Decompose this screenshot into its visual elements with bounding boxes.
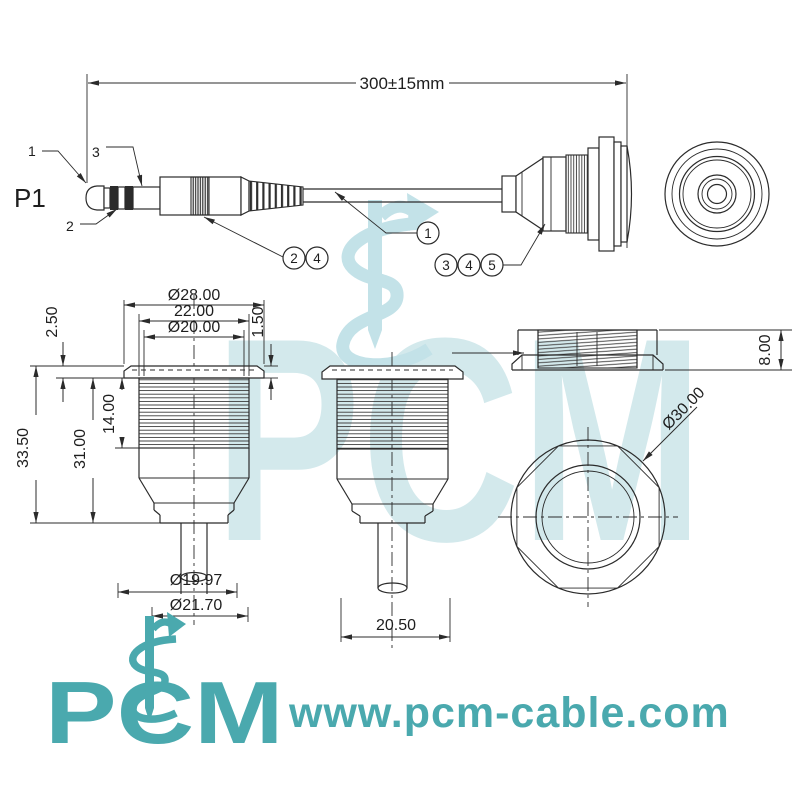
dim-flange-thickness: 2.50: [44, 306, 66, 402]
callout-sleeve-leader: [106, 146, 143, 187]
svg-text:2.50: 2.50: [44, 306, 61, 337]
balloon-4b: 4: [465, 258, 473, 273]
website-url: www.pcm-cable.com: [288, 689, 730, 737]
cable-assembly-view: 300±15mm 1 3 2 P1: [14, 74, 633, 277]
svg-text:14.00: 14.00: [101, 394, 118, 434]
watermark-text: PCM: [214, 278, 704, 602]
jack-body-front-view: Ø28.00 22.00 Ø20.00 2.50 14.00: [15, 287, 278, 625]
svg-text:Ø19.97: Ø19.97: [170, 572, 223, 589]
svg-text:Ø21.70: Ø21.70: [170, 597, 223, 614]
panel-socket-drawing: [501, 136, 633, 252]
dim-thread-span: 22.00: [138, 303, 250, 376]
dim-flange-od: Ø28.00: [123, 287, 265, 364]
callout-tip-leader: [42, 150, 87, 184]
svg-text:20.50: 20.50: [376, 617, 416, 634]
svg-text:31.00: 31.00: [72, 429, 89, 469]
dim-thread-length: 14.00: [101, 378, 125, 448]
balloon-4: 4: [313, 251, 321, 266]
cable-drawing: [303, 188, 502, 203]
callout-ring-label: 2: [66, 218, 74, 234]
svg-text:22.00: 22.00: [174, 303, 214, 320]
dim-body-length: 31.00: [72, 378, 96, 523]
callout-sleeve-label: 3: [92, 144, 100, 160]
audio-plug-drawing: [85, 176, 304, 216]
dim-overall-length: 300±15mm: [86, 74, 628, 248]
socket-front-view: [664, 141, 770, 247]
balloon-1: 1: [424, 226, 432, 241]
balloon-2: 2: [290, 251, 298, 266]
balloon-group-socket: 3 4 5: [434, 223, 546, 277]
svg-text:Ø20.00: Ø20.00: [168, 319, 221, 336]
dim-thread-od: Ø20.00: [143, 319, 245, 376]
balloon-group-cable: 1: [334, 191, 440, 245]
svg-text:Ø28.00: Ø28.00: [168, 287, 221, 304]
dim-lip: 1.50: [250, 306, 274, 400]
callout-ring-leader: [80, 208, 118, 225]
logo-swirl-icon: [129, 612, 186, 723]
dim-nut-height: 8.00: [659, 329, 792, 371]
balloon-group-plug: 2 4: [203, 216, 329, 270]
brand-logo: PCM www.pcm-cable.com: [45, 612, 730, 762]
watermark-swirl-icon: [336, 193, 439, 372]
dim-overall-body-length: 33.50: [15, 366, 39, 523]
jack-body-side-view: 20.50: [321, 352, 464, 650]
svg-text:33.50: 33.50: [15, 428, 32, 468]
balloon-3: 3: [442, 258, 450, 273]
length-dimension-text: 300±15mm: [360, 74, 445, 93]
dim-tail-inner: Ø19.97: [117, 572, 238, 598]
dim-body-width: 20.50: [340, 598, 451, 642]
balloon-5: 5: [488, 258, 496, 273]
svg-text:1.50: 1.50: [250, 306, 267, 337]
nut-side-view: 8.00: [452, 329, 792, 371]
plug-reference-label: P1: [14, 183, 46, 213]
callout-tip-label: 1: [28, 143, 36, 159]
svg-text:8.00: 8.00: [757, 334, 774, 365]
